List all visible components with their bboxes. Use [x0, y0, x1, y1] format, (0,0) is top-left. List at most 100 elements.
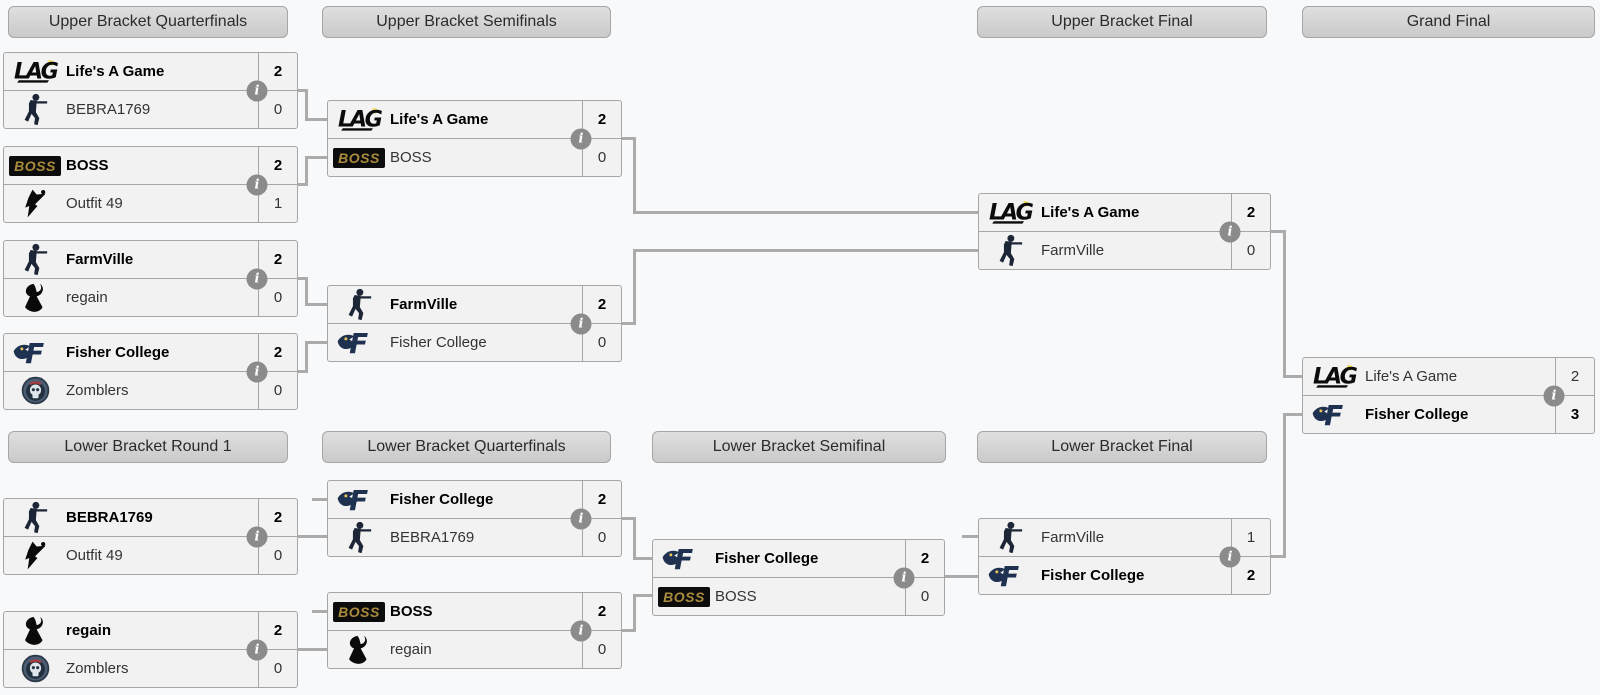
team-score: 0	[258, 279, 297, 316]
match-lb-final: FarmVille 1 F Fisher College 2 i	[978, 518, 1271, 595]
team-row[interactable]: BOSS BOSS 0	[328, 138, 621, 176]
match-info-icon[interactable]: i	[1219, 546, 1241, 567]
connector-line	[305, 156, 308, 186]
connector-line	[633, 594, 652, 597]
svg-text:LAG: LAG	[989, 200, 1033, 226]
match-lb-quarterfinal-2: BOSS BOSS 2 regain 0 i	[327, 592, 622, 669]
match-info-icon[interactable]: i	[246, 174, 268, 195]
match-info-icon[interactable]: i	[570, 128, 592, 149]
boss-logo-icon: BOSS	[653, 578, 715, 615]
connector-line	[633, 249, 636, 325]
team-score: 0	[258, 372, 297, 409]
team-score: 3	[1555, 396, 1594, 433]
connector-line	[622, 137, 635, 140]
connector-line	[1271, 230, 1285, 233]
team-row[interactable]: FarmVille 2	[4, 241, 297, 278]
team-row[interactable]: FarmVille 0	[979, 231, 1270, 269]
match-info-icon[interactable]: i	[246, 268, 268, 289]
team-row[interactable]: regain 0	[328, 630, 621, 668]
match-ub-quarterfinal-4: F Fisher College 2 Zomblers 0 i	[3, 333, 298, 410]
connector-line	[305, 118, 327, 121]
match-info-icon[interactable]: i	[246, 361, 268, 382]
team-name: Zomblers	[66, 382, 129, 399]
match-info-icon[interactable]: i	[246, 526, 268, 547]
team-row[interactable]: Zomblers 0	[4, 371, 297, 409]
team-row[interactable]: LAG Life's A Game 2	[1303, 358, 1594, 395]
connector-line	[305, 156, 327, 159]
team-name: FarmVille	[390, 296, 458, 313]
match-info-icon[interactable]: i	[893, 567, 915, 588]
team-row[interactable]: Outfit 49 1	[4, 184, 297, 222]
lag-logo-icon: LAG	[979, 194, 1041, 231]
goat-logo-icon	[328, 631, 390, 668]
team-row[interactable]: BEBRA1769 2	[4, 499, 297, 536]
team-row[interactable]: LAG Life's A Game 2	[328, 101, 621, 138]
match-grand-final: LAG Life's A Game 2 F Fisher College 3 i	[1302, 357, 1595, 434]
cs-player-icon	[328, 286, 390, 323]
match-lb-semifinal: F Fisher College 2 BOSS BOSS 0 i	[652, 539, 945, 616]
team-name: Fisher College	[390, 334, 487, 351]
lag-logo-icon: LAG	[328, 101, 390, 138]
team-row[interactable]: LAG Life's A Game 2	[4, 53, 297, 90]
team-row[interactable]: F Fisher College 2	[4, 334, 297, 371]
team-score: 0	[582, 139, 621, 176]
team-score: 2	[258, 612, 297, 649]
team-name: regain	[66, 289, 108, 306]
match-info-icon[interactable]: i	[246, 639, 268, 660]
connector-line	[298, 183, 307, 186]
team-row[interactable]: F Fisher College 2	[979, 556, 1270, 594]
team-score: 0	[582, 324, 621, 361]
match-ub-quarterfinal-1: LAG Life's A Game 2 BEBRA1769 0 i	[3, 52, 298, 129]
match-info-icon[interactable]: i	[1219, 221, 1241, 242]
connector-line	[1283, 413, 1302, 416]
team-row[interactable]: F Fisher College 0	[328, 323, 621, 361]
team-row[interactable]: F Fisher College 3	[1303, 395, 1594, 433]
team-row[interactable]: LAG Life's A Game 2	[979, 194, 1270, 231]
match-info-icon[interactable]: i	[570, 620, 592, 641]
cs-player-icon	[4, 241, 66, 278]
team-row[interactable]: BOSS BOSS 0	[653, 577, 944, 615]
team-row[interactable]: F Fisher College 2	[653, 540, 944, 577]
fisher-logo-icon: F	[979, 557, 1041, 594]
match-info-icon[interactable]: i	[570, 313, 592, 334]
team-score: 0	[1231, 232, 1270, 269]
match-info-icon[interactable]: i	[1543, 385, 1565, 406]
team-score: 2	[1555, 358, 1594, 395]
match-info-icon[interactable]: i	[570, 508, 592, 529]
header-upper-bracket-final: Upper Bracket Final	[977, 6, 1267, 38]
outfit49-logo-icon	[4, 537, 66, 574]
team-row[interactable]: FarmVille 1	[979, 519, 1270, 556]
team-name: BEBRA1769	[66, 509, 153, 526]
match-ub-quarterfinal-2: BOSS BOSS 2 Outfit 49 1 i	[3, 146, 298, 223]
team-score: 0	[258, 650, 297, 687]
team-row[interactable]: regain 2	[4, 612, 297, 649]
connector-line	[1283, 230, 1286, 378]
team-name: Life's A Game	[390, 111, 489, 128]
team-row[interactable]: BEBRA1769 0	[4, 90, 297, 128]
lag-logo-icon: LAG	[4, 53, 66, 90]
connector-line	[633, 557, 652, 560]
match-info-icon[interactable]: i	[246, 80, 268, 101]
boss-logo-icon: BOSS	[328, 593, 390, 630]
team-score: 0	[905, 578, 944, 615]
team-row[interactable]: FarmVille 2	[328, 286, 621, 323]
team-row[interactable]: BOSS BOSS 2	[328, 593, 621, 630]
team-name: regain	[390, 641, 432, 658]
team-score: 2	[582, 593, 621, 630]
connector-line	[312, 610, 327, 613]
team-row[interactable]: F Fisher College 2	[328, 481, 621, 518]
team-row[interactable]: Outfit 49 0	[4, 536, 297, 574]
team-row[interactable]: BEBRA1769 0	[328, 518, 621, 556]
team-score: 0	[258, 537, 297, 574]
match-lb-quarterfinal-1: F Fisher College 2 BEBRA1769 0 i	[327, 480, 622, 557]
svg-text:LAG: LAG	[14, 59, 58, 85]
cs-player-icon	[979, 519, 1041, 556]
connector-line	[305, 341, 327, 344]
fisher-logo-icon: F	[1303, 396, 1365, 433]
team-row[interactable]: Zomblers 0	[4, 649, 297, 687]
team-row[interactable]: BOSS BOSS 2	[4, 147, 297, 184]
connector-line	[633, 211, 978, 214]
team-row[interactable]: regain 0	[4, 278, 297, 316]
connector-line	[312, 498, 327, 501]
svg-text:F: F	[349, 485, 368, 515]
